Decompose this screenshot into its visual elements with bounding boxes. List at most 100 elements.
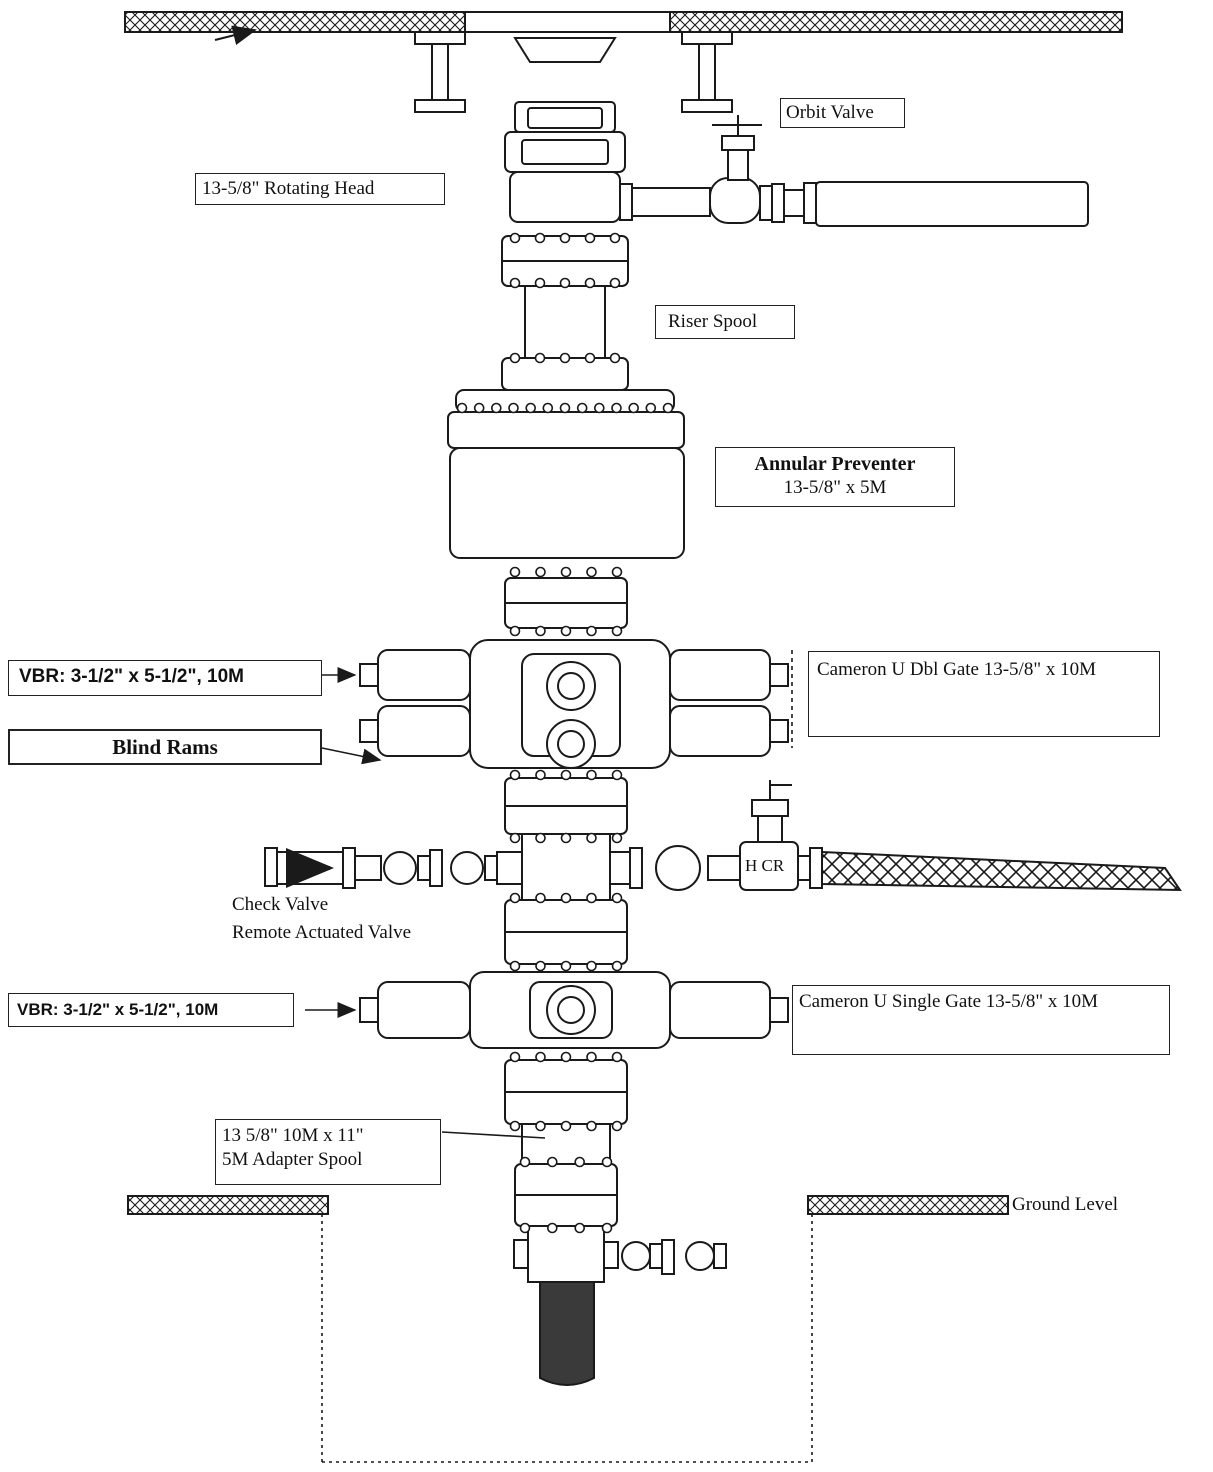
bell-nipple: [513, 37, 617, 63]
flange-bolt: [586, 566, 597, 578]
flange-bolt: [609, 352, 621, 364]
flange-bolt: [509, 277, 521, 289]
single-gate-bop: [359, 971, 789, 1049]
flange-d: [504, 777, 628, 835]
flange-bolt: [535, 832, 546, 844]
flange-bolt: [508, 402, 519, 414]
vbr-lower-label: VBR: 3-1/2" x 5-1/2", 10M: [8, 993, 294, 1027]
drilling-spool: [521, 833, 611, 901]
flange-bolt: [576, 402, 588, 414]
flange-bolt: [509, 1120, 521, 1132]
flange-bolt: [586, 832, 597, 844]
rig-floor-opening: [464, 11, 671, 33]
flange-bolt: [628, 402, 640, 414]
flange-bolt: [490, 402, 502, 414]
choke-hose: [821, 850, 1182, 892]
orbit-valve-label: Orbit Valve: [780, 98, 905, 128]
flange-bolt: [662, 402, 674, 414]
check-valve-label: Check Valve: [232, 894, 329, 915]
flange-bolt: [560, 625, 572, 637]
flange-c: [504, 577, 628, 629]
wellhead-flange: [514, 1163, 618, 1227]
flange-bolt: [509, 769, 521, 781]
rig-floor-right: [669, 11, 1123, 33]
flange-bolt: [586, 1120, 597, 1132]
flange-bolt: [535, 892, 546, 904]
i-beam-right: [681, 31, 733, 113]
flange-bolt: [586, 960, 597, 972]
adapter-spool-label: 13 5/8" 10M x 11" 5M Adapter Spool: [215, 1119, 441, 1185]
blind-rams-leader: [321, 747, 382, 765]
flange-bolt: [586, 769, 597, 781]
flange-bolt: [611, 960, 623, 972]
hcr-label: H CR: [745, 856, 785, 875]
flange-bolts: [456, 232, 674, 1234]
flange-bolt: [535, 1120, 546, 1132]
flange-bolt: [509, 892, 521, 904]
flange-bolt: [546, 1222, 558, 1234]
remote-valve-label: Remote Actuated Valve: [232, 922, 412, 943]
annular-preventer-label: Annular Preventer 13-5/8" x 5M: [715, 447, 955, 507]
flange-bolt: [559, 277, 571, 289]
flange-bolt: [560, 892, 572, 904]
flange-bolt: [519, 1222, 531, 1234]
flange-bolt: [609, 232, 621, 244]
flange-bolt: [473, 402, 485, 414]
flange-bolt: [611, 566, 623, 578]
flange-bolt: [611, 1051, 623, 1063]
flange-bolt: [611, 769, 623, 781]
flange-bolt: [611, 1120, 623, 1132]
rotating-head: [504, 101, 626, 223]
flange-bolt: [611, 892, 623, 904]
flange-bolt: [535, 960, 546, 972]
annular-preventer: [447, 389, 685, 559]
flange-bolt: [611, 625, 623, 637]
flange-bolt: [593, 402, 605, 414]
flange-bolt: [584, 277, 596, 289]
flange-bolt: [525, 402, 537, 414]
flange-bolt: [586, 1051, 597, 1063]
annular-size: 13-5/8" x 5M: [783, 477, 887, 498]
flange-bolt: [601, 1156, 613, 1168]
adapter-leader: [441, 1131, 546, 1139]
annular-title: Annular Preventer: [754, 453, 916, 475]
flange-bolt: [542, 402, 554, 414]
choke-line: [609, 780, 1182, 892]
flange-bolt: [534, 352, 546, 364]
riser-spool-label: Riser Spool: [655, 305, 795, 339]
i-beam-left: [414, 31, 466, 113]
adapter-line-1: 13 5/8" 10M x 11": [222, 1125, 364, 1146]
flange-bolt: [584, 232, 596, 244]
adapter-line-2: 5M Adapter Spool: [222, 1149, 363, 1170]
flange-bolt: [535, 1051, 546, 1063]
flange-bolt: [534, 232, 546, 244]
ground-left: [127, 1195, 329, 1215]
flange-bolt: [586, 625, 597, 637]
flange-bolt: [509, 1051, 521, 1063]
flange-bolt: [560, 1120, 572, 1132]
riser-spool: [524, 285, 606, 359]
dbl-gate-label: Cameron U Dbl Gate 13-5/8" x 10M: [808, 651, 1160, 737]
flange-bolt: [560, 769, 572, 781]
flange-bolt: [509, 352, 521, 364]
orbit-valve-line: [619, 115, 1089, 227]
flange-bolt: [574, 1156, 586, 1168]
flange-bolt: [584, 352, 596, 364]
flange-bolt: [560, 1051, 572, 1063]
flange-bolt: [560, 832, 572, 844]
flange-bolt: [519, 1156, 531, 1168]
flange-bolt: [509, 625, 521, 637]
ground-level-label: Ground Level: [1012, 1194, 1119, 1215]
flange-bolt: [559, 232, 571, 244]
flange-bolt: [609, 277, 621, 289]
flange-bolt: [535, 769, 546, 781]
flange-bolt: [509, 960, 521, 972]
ground-right: [807, 1195, 1009, 1215]
blind-rams-label: Blind Rams: [8, 729, 322, 765]
flange-e: [504, 899, 628, 965]
rig-floor-left: [124, 11, 466, 33]
flange-bolt: [601, 1222, 613, 1234]
flange-bolt: [535, 566, 546, 578]
